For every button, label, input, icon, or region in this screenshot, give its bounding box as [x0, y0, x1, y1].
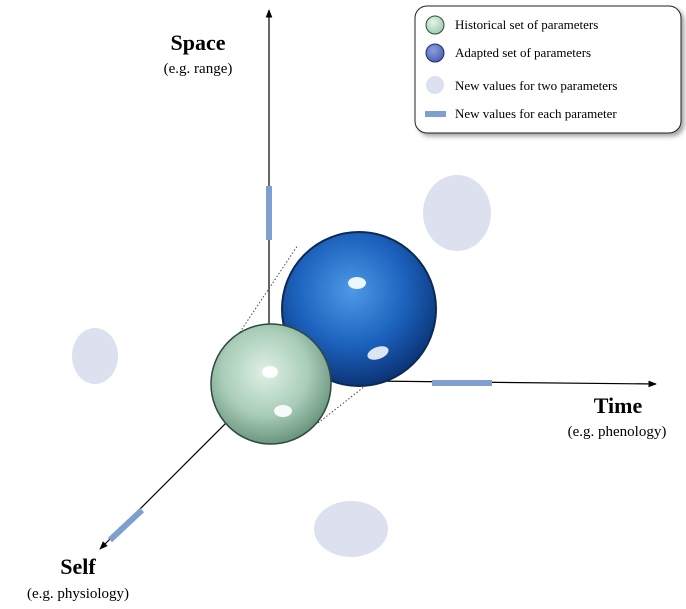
self-axis-label: Self [60, 554, 96, 579]
legend-item-historical: Historical set of parameters [425, 15, 598, 35]
historical-sphere [210, 323, 332, 445]
legend-item-two-params: New values for two parameters [426, 76, 617, 94]
self-param-bar [107, 507, 145, 543]
legend-label-two-params: New values for two parameters [455, 78, 617, 93]
two-param-disc-left [72, 328, 118, 384]
time-axis-example: (e.g. phenology) [568, 424, 667, 440]
legend-box [414, 5, 682, 134]
two-param-disc-upper-right [423, 175, 491, 251]
self-axis-example: (e.g. physiology) [27, 586, 129, 602]
space-axis-example: (e.g. range) [164, 61, 233, 77]
two-param-disc-bottom [314, 501, 388, 557]
legend-item-adapted: Adapted set of parameters [425, 43, 591, 63]
time-param-bar [432, 380, 492, 386]
legend-item-each-param: New values for each parameter [425, 106, 617, 121]
space-axis-label: Space [171, 30, 226, 55]
legend-label-historical: Historical set of parameters [455, 17, 598, 32]
legend-pale-disc-icon [426, 76, 444, 94]
space-param-bar [266, 186, 272, 240]
time-axis-label: Time [594, 393, 643, 418]
legend-blue-bar-icon [425, 111, 446, 117]
legend: Historical set of parameters Adapted set… [414, 5, 682, 134]
connector-upper [231, 244, 299, 345]
adapted-sphere [281, 231, 437, 387]
legend-green-sphere-icon [425, 15, 445, 35]
legend-label-adapted: Adapted set of parameters [455, 45, 591, 60]
legend-label-each-param: New values for each parameter [455, 106, 617, 121]
legend-blue-sphere-icon [425, 43, 445, 63]
